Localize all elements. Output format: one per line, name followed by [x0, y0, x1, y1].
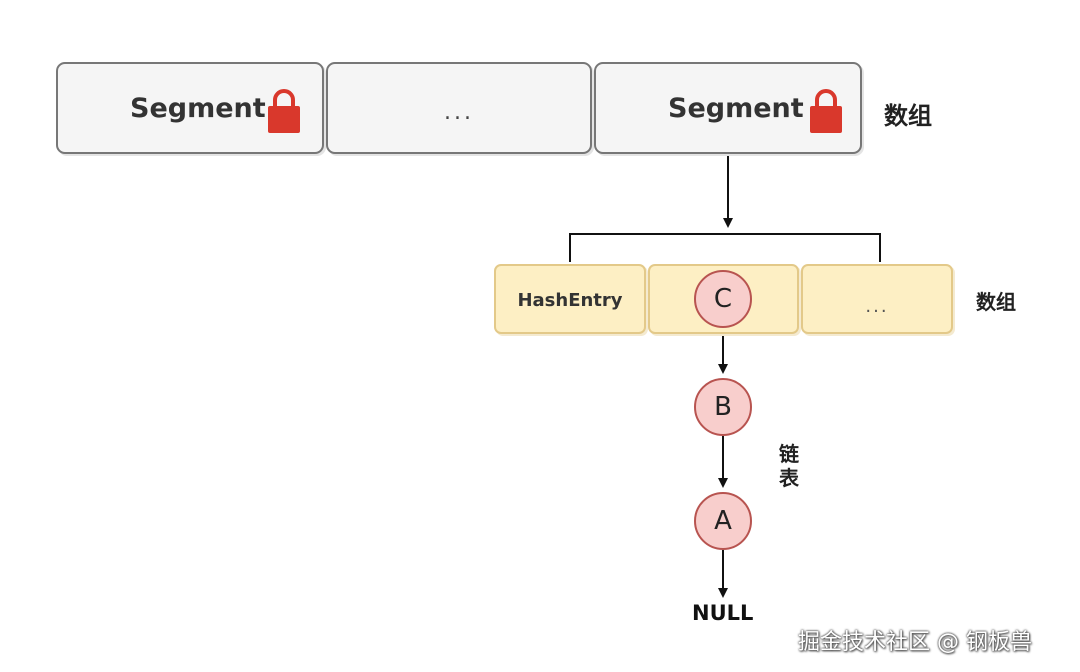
- hash-entry-cell: HashEntry: [494, 264, 646, 334]
- segment-ellipsis: ...: [444, 100, 474, 125]
- segment-cell: Segment: [56, 62, 324, 154]
- entries-bracket: [569, 233, 881, 262]
- list-node-c: C: [694, 270, 752, 328]
- list-node-b: B: [694, 378, 752, 436]
- segment-cell: ...: [326, 62, 592, 154]
- list-node-a: A: [694, 492, 752, 550]
- hash-entry-cell: ...: [801, 264, 953, 334]
- hash-entry-ellipsis: ...: [865, 296, 889, 317]
- linked-list-label: 链表: [779, 442, 799, 490]
- lock-icon: [268, 89, 300, 133]
- hash-entry-label: HashEntry: [517, 290, 623, 311]
- lock-icon: [810, 89, 842, 133]
- entry-array-label: 数组: [976, 290, 1016, 314]
- segment-array-label: 数组: [884, 102, 932, 130]
- watermark: 掘金技术社区 @ 钢板兽: [798, 630, 1032, 655]
- segment-cell: Segment: [594, 62, 862, 154]
- segment-label: Segment: [668, 93, 804, 124]
- null-terminal: NULL: [692, 601, 754, 625]
- segment-label: Segment: [130, 93, 266, 124]
